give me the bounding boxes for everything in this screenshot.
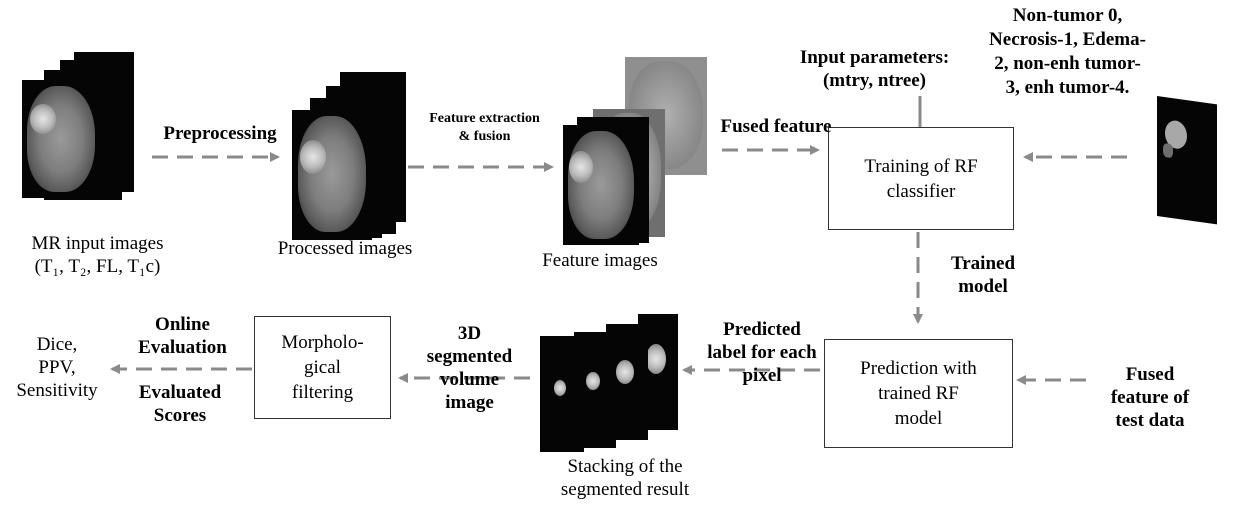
evaluated-scores-label: Evaluated Scores <box>120 381 240 427</box>
segmented-lesion <box>616 360 634 384</box>
lesion <box>569 151 593 183</box>
segmented-volume-line3: volume <box>439 369 500 390</box>
metrics-line3: Sensitivity <box>16 380 98 401</box>
class-labels-legend: Non-tumor 0, Necrosis-1, Edema- 2, non-e… <box>975 4 1160 100</box>
training-box-label: Training of RF classifier <box>864 155 978 202</box>
mr-slice <box>22 80 100 198</box>
morphological-filtering-box: Morpholo- gical filtering <box>254 316 391 419</box>
feature-extraction-line1: Feature extraction <box>429 111 540 126</box>
fused-test-line1: Fused <box>1125 364 1175 385</box>
segmented-volume-line1: 3D <box>457 323 482 344</box>
processed-images-label: Processed images <box>277 238 413 259</box>
processed-slice <box>292 110 372 240</box>
predicted-label-line3: pixel <box>742 365 782 386</box>
feature-images-label: Feature images <box>542 250 658 271</box>
segmented-slice <box>540 336 584 452</box>
feature-slice <box>563 125 639 245</box>
label-region <box>1163 142 1173 159</box>
lesion <box>30 104 56 134</box>
prediction-box-label: Prediction with trained RF model <box>860 358 977 429</box>
input-parameters-label: Input parameters: (mtry, ntree) <box>787 46 962 92</box>
mr-input-label-line2: (T₁, T₂, FL, T₁c) <box>34 256 161 277</box>
class-labels-line2: Necrosis-1, Edema- <box>989 29 1146 50</box>
class-labels-line4: 3, enh tumor-4. <box>1005 77 1130 98</box>
mr-input-label: MR input images (T₁, T₂, FL, T₁c) <box>10 232 185 278</box>
segmented-lesion <box>646 344 666 374</box>
online-evaluation-label: Online Evaluation <box>120 313 245 359</box>
feature-extraction-line2: & fusion <box>458 129 511 144</box>
label-map-image <box>1157 96 1217 225</box>
segmented-lesion <box>554 380 566 396</box>
preprocessing-label: Preprocessing <box>163 123 277 144</box>
trained-model-label: Trained model <box>928 252 1038 298</box>
stacking-label: Stacking of the segmented result <box>535 455 715 501</box>
mr-input-label-line1: MR input images <box>31 233 164 254</box>
feature-image-stack <box>563 57 713 247</box>
trained-model-line1: Trained <box>950 253 1016 274</box>
prediction-box: Prediction with trained RF model <box>824 339 1013 448</box>
fused-test-data-label: Fused feature of test data <box>1100 363 1200 432</box>
predicted-label-text: Predicted label for each pixel <box>692 318 832 387</box>
online-eval-line1: Online <box>155 314 210 335</box>
metrics-line2: PPV, <box>38 357 76 378</box>
evaluated-scores-line2: Scores <box>153 405 207 426</box>
evaluated-scores-line1: Evaluated <box>138 382 222 403</box>
trained-model-line2: model <box>958 276 1008 297</box>
processed-image-stack <box>292 72 412 242</box>
morph-box-label: Morpholo- gical filtering <box>281 332 364 403</box>
mr-input-image-stack <box>22 52 137 202</box>
fused-test-line2: feature of <box>1110 387 1190 408</box>
segmented-lesion <box>586 372 600 390</box>
metrics-label: Dice, PPV, Sensitivity <box>2 333 112 402</box>
fused-feature-label: Fused feature <box>720 116 832 137</box>
segmented-volume-line2: segmented <box>426 346 513 367</box>
class-labels-line3: 2, non-enh tumor- <box>994 53 1141 74</box>
input-parameters-line1: Input parameters: <box>799 47 950 68</box>
fused-test-line3: test data <box>1115 410 1185 431</box>
brain-image <box>27 86 95 192</box>
brain-image <box>568 131 634 239</box>
feature-extraction-label: Feature extraction & fusion <box>412 110 557 146</box>
online-eval-line2: Evaluation <box>138 337 227 358</box>
predicted-label-line1: Predicted <box>723 319 801 340</box>
stacking-line2: segmented result <box>560 479 690 500</box>
segmented-volume-label: 3D segmented volume image <box>412 322 527 414</box>
input-parameters-line2: (mtry, ntree) <box>822 70 927 91</box>
predicted-label-line2: label for each <box>707 342 817 363</box>
brain-image <box>298 116 366 232</box>
metrics-line1: Dice, <box>36 334 78 355</box>
class-labels-line1: Non-tumor 0, <box>1012 5 1123 26</box>
training-rf-classifier-box: Training of RF classifier <box>828 127 1014 230</box>
segmented-result-stack <box>540 314 680 454</box>
lesion <box>300 140 326 174</box>
segmented-volume-line4: image <box>445 392 494 413</box>
stacking-line1: Stacking of the <box>567 456 683 477</box>
